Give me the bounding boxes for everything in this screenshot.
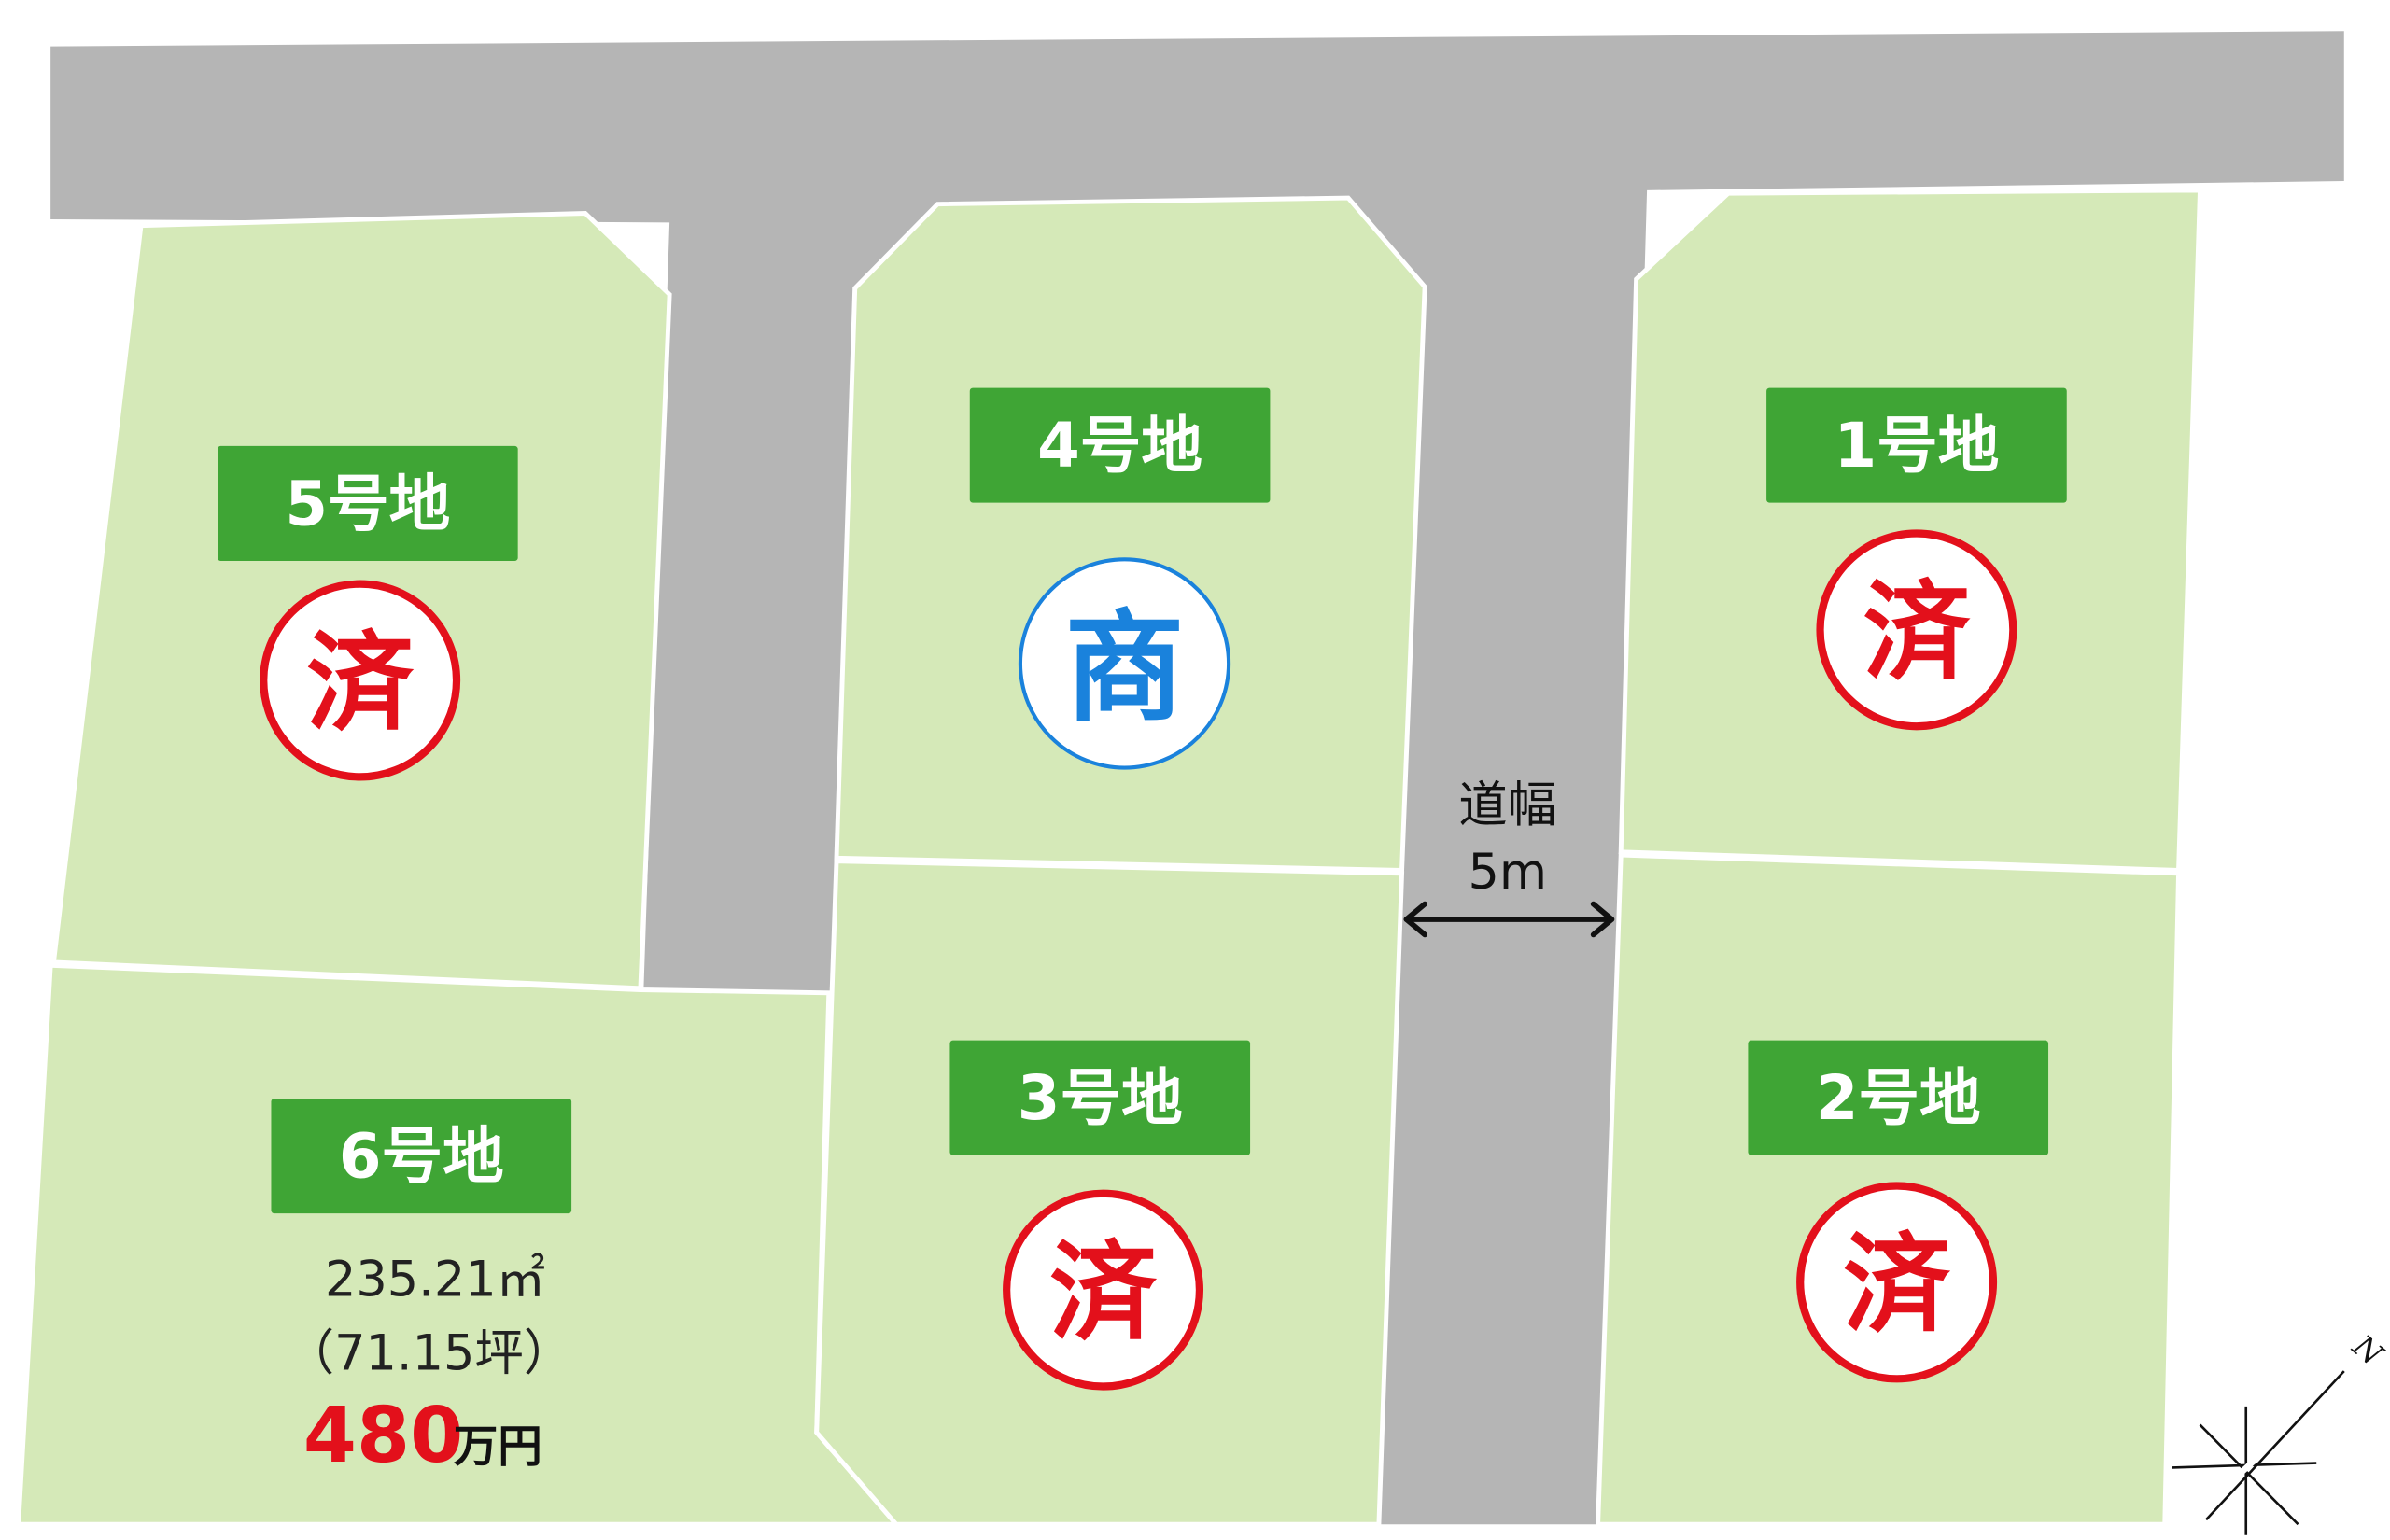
compass-icon [2172,1370,2345,1535]
lot-5-label: 5号地 [218,445,518,561]
sold-badge: 済 [260,580,461,781]
sold-badge-text: 済 [1863,570,1970,695]
business-badge-text: 商 [1065,598,1185,737]
lot-4[interactable] [834,195,1427,874]
lot-6-price-unit: 万円 [454,1421,542,1473]
lot-1-label: 1号地 [1766,387,2067,503]
lot-4-label: 4号地 [969,387,1271,503]
lot-6-price: 480 [303,1392,463,1480]
compass-north-label: N [2345,1327,2390,1373]
sold-badge: 済 [1003,1189,1204,1391]
sold-badge: 済 [1796,1182,1998,1383]
lot-3-label: 3号地 [949,1040,1251,1155]
sold-badge: 済 [1816,529,2017,731]
lot-3-label-text: 3号地 [1018,1063,1183,1134]
lot-1-label-text: 1号地 [1834,411,1999,482]
road-width-value: 5m [1468,844,1547,901]
lot-6-area: 235.21㎡ [325,1252,545,1309]
lot-6-label-text: 6号地 [339,1121,504,1192]
business-badge: 商 [1018,557,1231,770]
sold-badge-text: 済 [1843,1223,1950,1348]
lot-6-label: 6号地 [271,1099,572,1214]
sold-badge-text: 済 [1049,1230,1157,1355]
lot-2-label: 2号地 [1748,1040,2049,1155]
road-width-arrow-icon [1403,901,1615,938]
lot-4-label-text: 4号地 [1037,411,1202,482]
lot-6-tsubo: （71.15坪） [286,1324,573,1381]
lot-2-label-text: 2号地 [1816,1063,1981,1134]
sold-badge-text: 済 [306,621,414,746]
lot-5-label-text: 5号地 [285,469,450,539]
road-width-label: 道幅 [1458,777,1556,833]
